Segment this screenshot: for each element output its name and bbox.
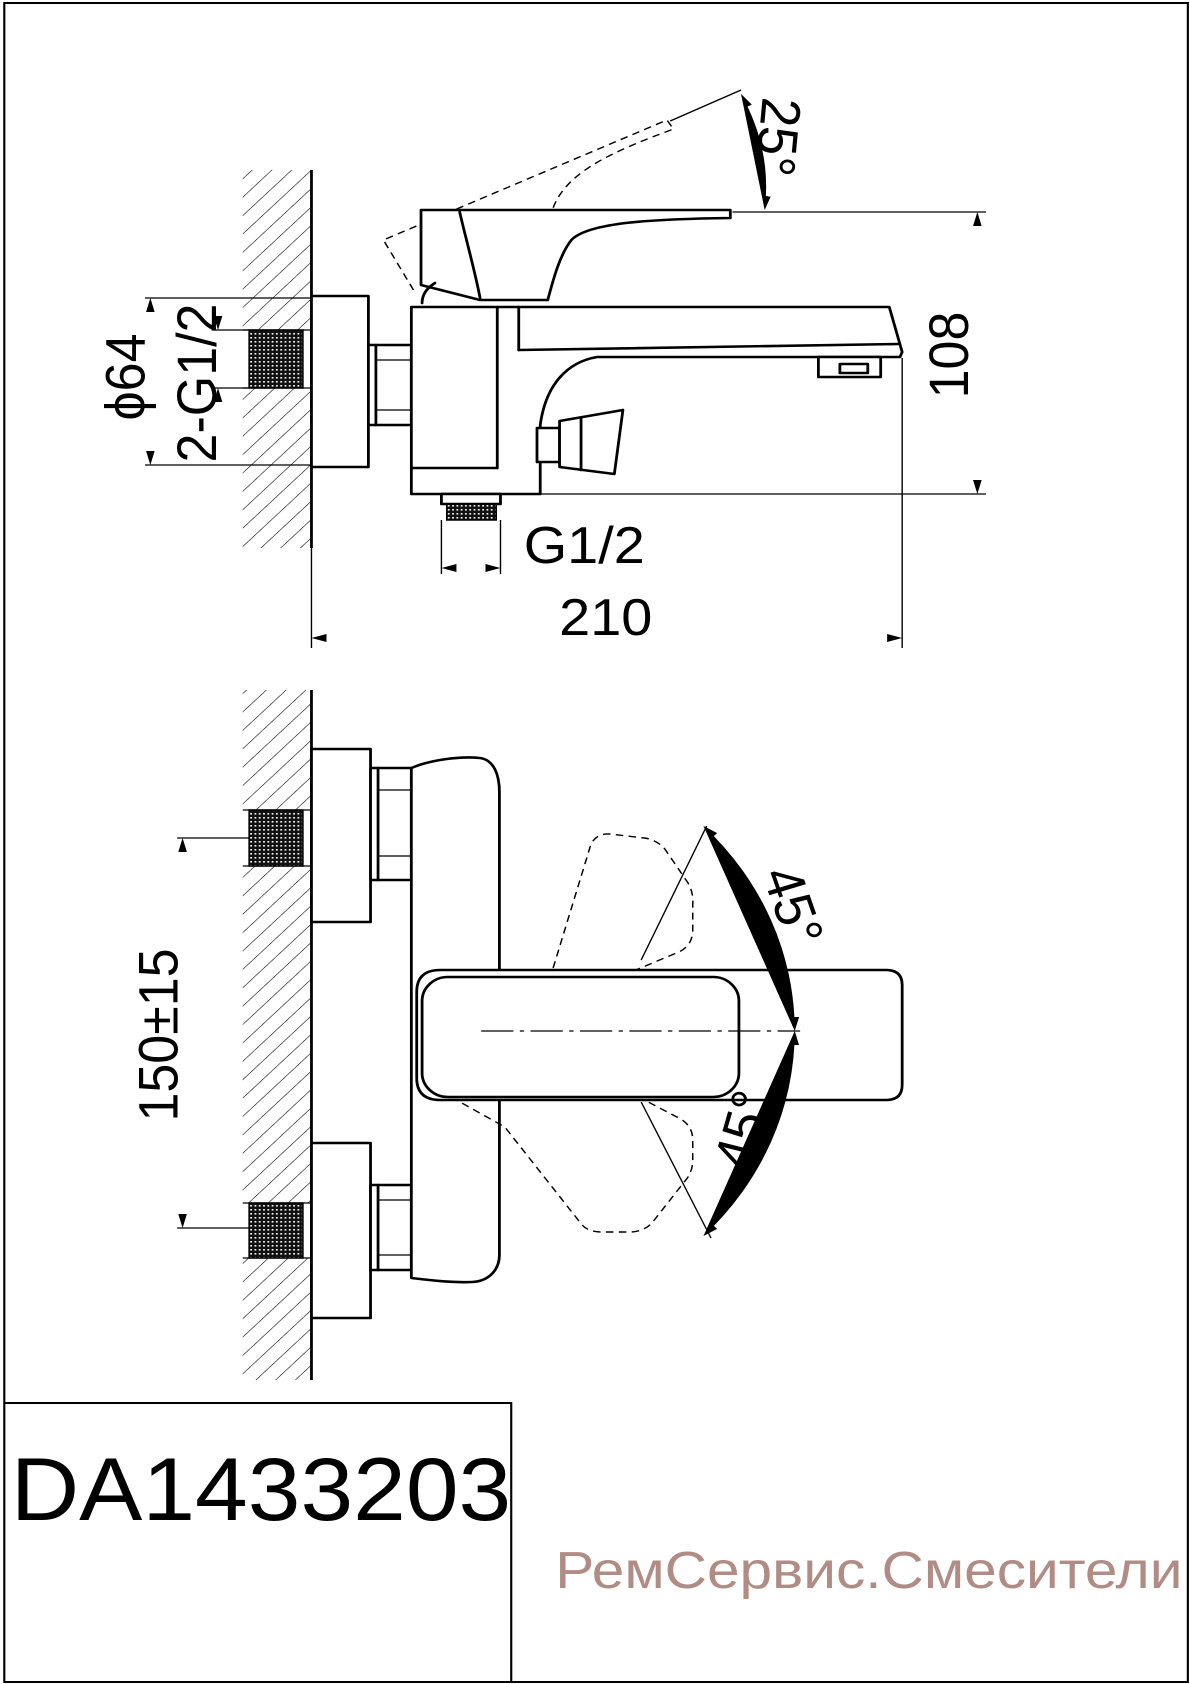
title-block-border	[4, 1402, 513, 1682]
inlet-thread-upper	[248, 809, 304, 867]
eccentric-connector	[366, 343, 413, 427]
escutcheon	[310, 294, 370, 469]
raised-lever-outline	[382, 119, 675, 291]
flange-diameter-label: ϕ64	[95, 334, 157, 421]
wall-hatch	[242, 1258, 311, 1380]
angle-arc-upper	[703, 826, 800, 1031]
outlet-thread-label: G1/2	[524, 517, 645, 575]
diverter-knob	[535, 408, 625, 476]
connector-nut-upper	[369, 766, 413, 882]
connector-nut-lower	[369, 1183, 413, 1272]
angle-arc	[741, 94, 771, 210]
extension-line	[669, 89, 742, 122]
inlet-thread	[248, 329, 304, 389]
drawing-frame	[3, 2, 1189, 1683]
escutcheon-upper	[310, 747, 372, 924]
overall-length-label: 210	[559, 589, 652, 647]
extension-line	[640, 1101, 712, 1239]
lever-handle	[419, 208, 732, 305]
spout-underline	[517, 342, 900, 352]
watermark: РемСервис.Смесители	[555, 1542, 1182, 1600]
wall-hatch	[242, 170, 311, 330]
side-view: 25° 108 ϕ64 2-G1/2 G1/2 210	[95, 89, 986, 648]
aerator	[816, 355, 883, 379]
wall-hatch	[242, 690, 311, 810]
escutcheon-lower	[310, 1141, 372, 1320]
model-number: DA1433203	[11, 1439, 511, 1539]
inlet-thread-lower	[248, 1202, 304, 1259]
lever-handle	[415, 968, 904, 1102]
height-label: 108	[918, 312, 980, 399]
lever-position-upper	[552, 833, 694, 971]
inlet-threads-label: 2-G1/2	[167, 304, 229, 463]
lever-tilt-angle-label: 25°	[743, 95, 812, 178]
inlet-centers-label: 150±15	[128, 948, 190, 1121]
extension-line	[640, 825, 708, 961]
mixer-body	[409, 305, 904, 496]
wall-hatch	[242, 388, 311, 548]
angle-arc-lower	[703, 1031, 800, 1236]
wall-hatch	[242, 866, 311, 1203]
top-view: 45° 45° 150±15	[128, 690, 904, 1380]
lever-position-lower	[450, 1096, 694, 1233]
shower-outlet	[440, 492, 502, 521]
